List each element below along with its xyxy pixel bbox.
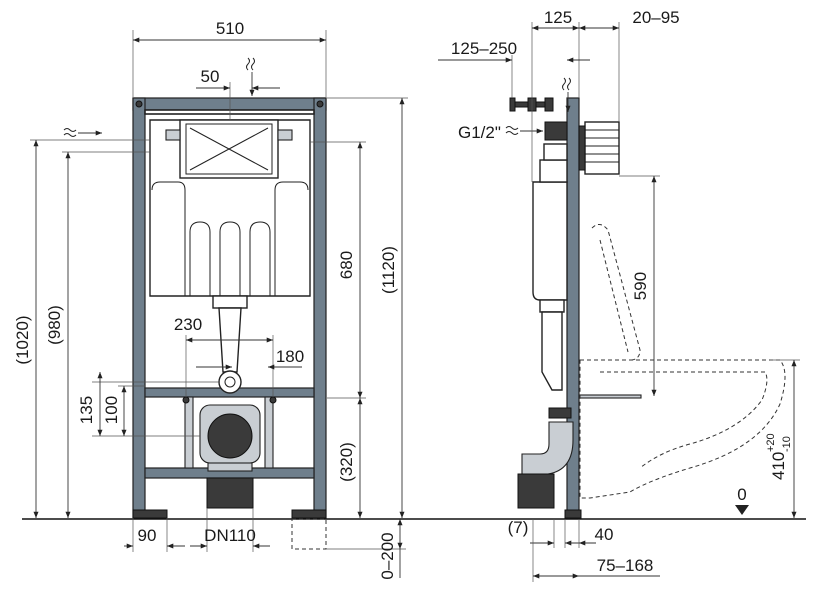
cistern-rib	[151, 181, 186, 296]
dim-height-680: 680	[337, 251, 356, 279]
flush-frame	[185, 123, 273, 175]
side-drain-elbow	[521, 421, 574, 475]
level-marker-icon	[735, 505, 749, 515]
side-drain-pipe	[517, 473, 555, 509]
side-flush-plate	[578, 125, 586, 171]
dim-depth-125: 125	[544, 8, 572, 27]
flush-pipe-end	[218, 370, 242, 394]
cistern-rib	[219, 221, 241, 296]
dim-height-135: 135	[77, 396, 96, 424]
water-inlet-icon	[505, 126, 543, 135]
frame-foot-left	[132, 509, 168, 519]
flush-pipe-end-inner	[224, 376, 236, 388]
frame-inner-left	[184, 396, 194, 469]
frame-inner-top	[144, 109, 315, 115]
cistern-rib	[274, 181, 309, 296]
drain-opening	[207, 413, 253, 459]
side-flush-pipe	[541, 311, 563, 391]
frame-top-bar	[132, 97, 327, 111]
cistern-rib	[189, 221, 211, 296]
bolt	[269, 396, 277, 404]
dim-range-20-95: 20–95	[632, 8, 679, 27]
dim-height-320: (320)	[337, 442, 356, 482]
side-rod-nut	[544, 97, 554, 112]
tolerance-plus-20: +20	[765, 433, 777, 452]
drain-pipe	[206, 477, 254, 509]
side-bowl-rod	[578, 394, 642, 399]
dim-height-1120: (1120)	[379, 246, 398, 294]
dim-width-510: 510	[216, 19, 244, 38]
level-zero: 0	[737, 485, 746, 504]
dim-offset-40: 40	[595, 525, 614, 544]
dim-offset-7: (7)	[508, 518, 529, 537]
side-outlet	[539, 299, 565, 313]
dim-spacing-230: 230	[174, 315, 202, 334]
frame-right-post	[313, 97, 327, 519]
side-cistern-top	[539, 159, 568, 183]
water-inlet-icon	[562, 77, 571, 112]
dim-height-100: 100	[102, 396, 121, 424]
dim-range-75-168: 75–168	[597, 556, 654, 575]
wc-bowl-inner	[600, 371, 768, 469]
dim-drain-dn110: DN110	[204, 526, 256, 545]
bolt	[135, 100, 143, 108]
dim-height-590: 590	[631, 272, 650, 300]
flush-bracket	[165, 129, 181, 141]
foot-adjust-dashed	[291, 518, 327, 550]
cistern-outlet	[212, 295, 248, 309]
side-drain-collar	[548, 407, 572, 419]
flush-bracket	[277, 129, 293, 141]
side-view: 125 20–95 125–250 G1/2" 590 410 +20 -10 …	[438, 8, 800, 582]
wc-bowl-outline	[579, 359, 786, 499]
side-inlet	[544, 121, 568, 141]
front-view: 510 50 (1020) (980) (1120)	[13, 19, 408, 580]
frame-inner-right	[264, 396, 274, 469]
dim-height-980: (980)	[45, 305, 64, 345]
wc-seat-lid	[599, 239, 629, 353]
thread-g1-2: G1/2"	[458, 123, 501, 142]
water-inlet-icon	[246, 57, 255, 96]
dim-range-125-250: 125–250	[451, 39, 517, 58]
dim-adjust-0-200: 0–200	[378, 532, 397, 579]
side-cistern	[532, 181, 568, 301]
wc-seat-lid	[591, 224, 641, 361]
water-inlet-icon	[63, 128, 102, 137]
dim-foot-90: 90	[138, 526, 157, 545]
bolt	[182, 396, 190, 404]
side-valve	[543, 143, 568, 161]
dim-spacing-180: 180	[276, 347, 304, 366]
cistern-rib	[249, 221, 271, 296]
bolt	[316, 100, 324, 108]
dim-height-1020: (1020)	[13, 315, 32, 364]
side-rod-end	[509, 97, 516, 112]
dim-bowl-height-410: 410	[769, 452, 788, 480]
flush-cross	[189, 127, 269, 171]
frame-left-post	[132, 97, 146, 519]
tolerance-minus-10: -10	[781, 436, 793, 452]
side-frame-foot	[564, 509, 582, 519]
side-flush-box	[584, 121, 620, 175]
drain-collar	[207, 462, 253, 472]
frame-foot-right	[291, 509, 327, 519]
dim-offset-50: 50	[201, 67, 220, 86]
